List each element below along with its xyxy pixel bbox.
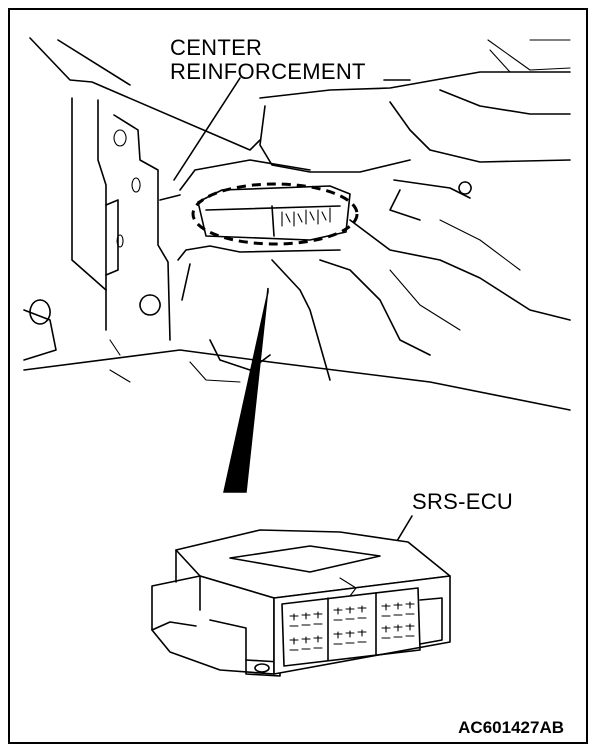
pointer-arrow: [223, 287, 269, 493]
illustration: [23, 37, 571, 677]
center-reinforcement-label-line2: REINFORCEMENT: [170, 59, 366, 84]
srs-ecu-label: SRS-ECU: [412, 489, 514, 514]
figure-code: AC601427AB: [458, 718, 564, 737]
connector-pins: [289, 601, 415, 651]
center-reinforcement-label-line1: CENTER: [170, 35, 263, 60]
diagram-frame: CENTER REINFORCEMENT SRS-ECU AC601427AB: [8, 8, 588, 744]
ecu-location-highlight: [191, 182, 359, 246]
vehicle-interior-view: [23, 37, 571, 493]
srs-ecu-detail: [151, 515, 451, 677]
